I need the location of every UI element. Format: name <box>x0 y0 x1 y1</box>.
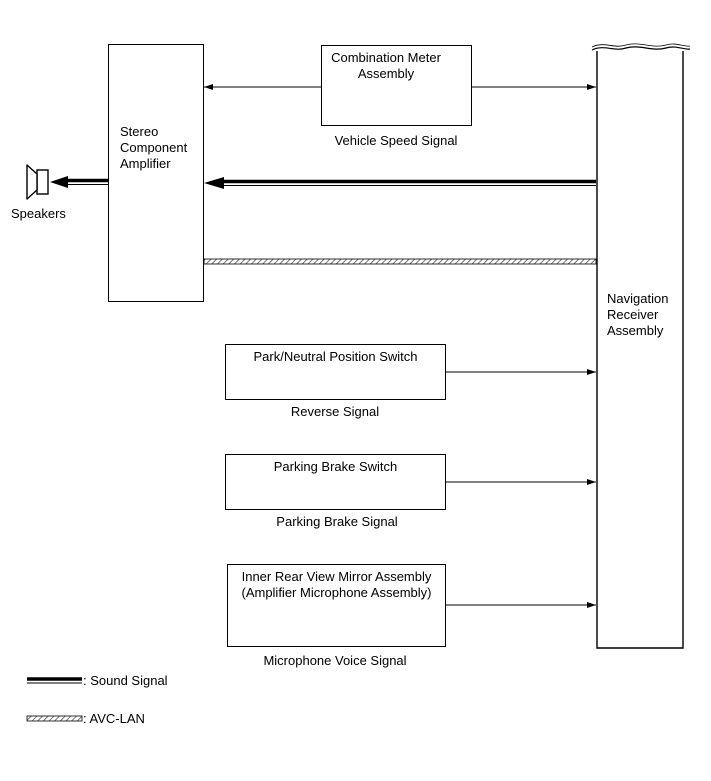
stereo-component-amplifier-label: Stereo Component Amplifier <box>120 124 188 171</box>
parking-brake-switch-label: Parking Brake Switch <box>273 459 398 474</box>
speaker-sound-line <box>50 176 108 188</box>
combination-meter-box <box>321 45 472 126</box>
legend-avc-lan-label: : AVC-LAN <box>83 711 145 726</box>
reverse-signal-line <box>446 369 596 375</box>
parking-brake-signal-caption: Parking Brake Signal <box>276 514 398 529</box>
navigation-receiver-box <box>591 43 691 649</box>
legend-avc-lan-sample <box>26 715 83 722</box>
speaker-icon <box>26 164 49 200</box>
legend-sound-signal-label: : Sound Signal <box>83 673 168 688</box>
avc-lan-line <box>203 258 597 265</box>
microphone-voice-signal-line <box>446 602 596 608</box>
navigation-receiver-label: Navigation Receiver Assembly <box>607 291 669 338</box>
speakers-label: Speakers <box>11 206 66 221</box>
combination-meter-label: Combination Meter Assembly <box>331 50 441 81</box>
park-neutral-switch-box <box>225 344 446 400</box>
park-neutral-switch-label: Park/Neutral Position Switch <box>253 349 418 364</box>
inner-mirror-label: Inner Rear View Mirror Assembly (Amplifi… <box>241 569 432 600</box>
vehicle-speed-signal-line <box>204 84 596 90</box>
vehicle-speed-signal-caption: Vehicle Speed Signal <box>334 133 458 148</box>
reverse-signal-caption: Reverse Signal <box>290 404 380 419</box>
parking-brake-switch-box <box>225 454 446 510</box>
sound-signal-line <box>204 177 596 189</box>
legend-sound-signal-sample <box>27 677 82 684</box>
inner-mirror-box <box>227 564 446 647</box>
stereo-component-amplifier-box <box>108 44 204 302</box>
parking-brake-signal-line <box>446 479 596 485</box>
microphone-voice-signal-caption: Microphone Voice Signal <box>263 653 407 668</box>
